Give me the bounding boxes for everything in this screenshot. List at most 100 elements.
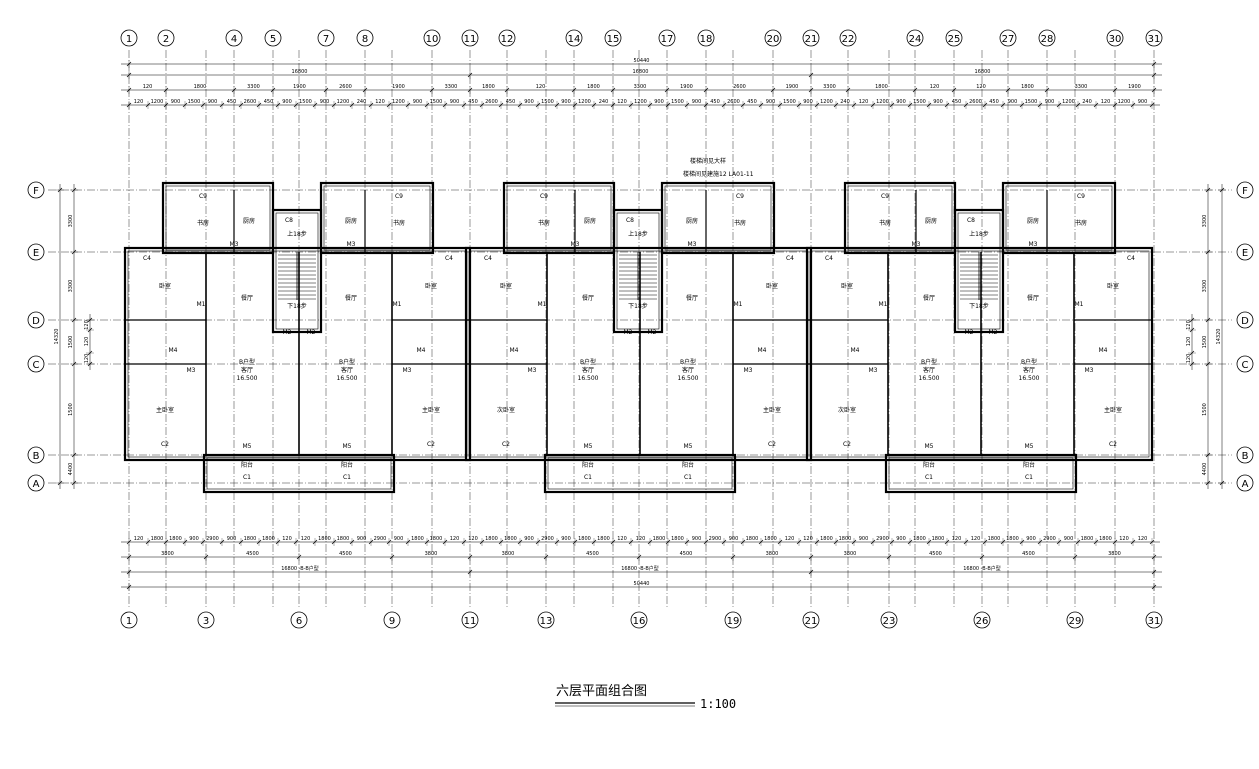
dim-axis-top: 1900 <box>786 84 799 90</box>
axis-letter-row: D <box>1241 316 1249 327</box>
axis-bubble-top <box>1106 29 1124 47</box>
axis-number-top: 11 <box>464 34 477 45</box>
room-label-area: 16.500 <box>578 375 599 382</box>
dim-fine-top: 120 <box>859 99 869 105</box>
dim-axis-bottom: 4500 <box>339 551 352 557</box>
dim-fine-top: 120 <box>1101 99 1111 105</box>
stair-note: 上18步 <box>628 230 648 238</box>
dim-fine-bottom: 1800 <box>764 536 777 542</box>
axis-number-top: 15 <box>607 34 620 45</box>
axis-bubble-row <box>1236 474 1254 492</box>
axis-number-bottom: 11 <box>464 616 477 627</box>
door-tag: M5 <box>584 443 593 450</box>
window-tag: C4 <box>786 255 794 262</box>
window-tag: C2 <box>843 441 851 448</box>
axis-letter-row: F <box>1242 186 1248 197</box>
axis-number-top: 27 <box>1002 34 1015 45</box>
dim-fine-top: 900 <box>561 99 571 105</box>
door-tag: M1 <box>1075 301 1084 308</box>
dim-axis-bottom: 3800 <box>425 551 438 557</box>
stair-note: 上18步 <box>287 230 307 238</box>
door-tag: M3 <box>347 241 356 248</box>
room-label-balcony: 阳台 <box>341 461 353 469</box>
room-label-balcony: 阳台 <box>582 461 594 469</box>
dim-fine-top: 450 <box>989 99 999 105</box>
dim-fine-bottom: 1800 <box>839 536 852 542</box>
dim-fine-bottom: 1800 <box>746 536 759 542</box>
dim-fine-bottom: 120 <box>636 536 646 542</box>
room-labels: 书房厨房厨房书房卧室餐厅餐厅卧室主卧室主卧室B户型客厅16.500B户型客厅16… <box>143 193 1135 481</box>
axis-bubble-top <box>225 29 243 47</box>
dim-fine-top: 1500 <box>430 99 443 105</box>
door-tag: M2 <box>965 329 974 336</box>
dim-fine-bottom: 2900 <box>206 536 219 542</box>
dim-depth-left: 14320 <box>54 329 60 345</box>
room-label-unit: B户型 <box>680 358 696 366</box>
dim-fine-bottom: 120 <box>282 536 292 542</box>
window-tag: C9 <box>736 193 744 200</box>
dim-small-right: 120 <box>1186 354 1192 364</box>
unit-main-block <box>123 246 472 462</box>
axis-number-top: 4 <box>231 34 237 45</box>
axis-bubble-bottom <box>120 611 138 629</box>
dim-axis-bottom: 3800 <box>161 551 174 557</box>
dim-rows-right: 3300 <box>1202 215 1208 228</box>
axis-bubble-row <box>1236 355 1254 373</box>
dim-fine-bottom: 120 <box>952 536 962 542</box>
room-label-living: 客厅 <box>1023 366 1035 374</box>
dim-rows-left: 1500 <box>68 336 74 349</box>
dim-axis-top: 120 <box>976 84 986 90</box>
dim-fine-bottom: 1800 <box>318 536 331 542</box>
window-tag: C9 <box>881 193 889 200</box>
dim-fine-top: 240 <box>1082 99 1092 105</box>
door-tag: M3 <box>571 241 580 248</box>
dim-fine-bottom: 900 <box>729 536 739 542</box>
dim-axis-top: 1900 <box>392 84 405 90</box>
window-tag: C2 <box>768 441 776 448</box>
dim-axis-top: 1800 <box>194 84 207 90</box>
axis-bubble-row <box>27 181 45 199</box>
room-label-study: 书房 <box>538 219 550 227</box>
axis-bubble-bottom <box>630 611 648 629</box>
dim-axis-top: 1800 <box>1021 84 1034 90</box>
door-tag: M2 <box>307 329 316 336</box>
room-label-living: 客厅 <box>923 366 935 374</box>
door-tag: M3 <box>912 241 921 248</box>
room-label-bedroom: 卧室 <box>159 282 171 290</box>
dim-axis-top: 120 <box>536 84 546 90</box>
axis-bubble-top <box>999 29 1017 47</box>
dim-axis-top: 3300 <box>247 84 260 90</box>
dim-fine-top: 120 <box>617 99 627 105</box>
axis-number-top: 10 <box>426 34 439 45</box>
room-label-master-bedroom: 主卧室 <box>422 406 440 414</box>
door-tag: M2 <box>989 329 998 336</box>
annotations: 楼梯间见大样 楼梯间见建施12 LA01-11 <box>683 157 754 178</box>
dim-fine-bottom: 1800 <box>671 536 684 542</box>
axis-number-bottom: 13 <box>540 616 553 627</box>
axis-bubble-bottom <box>537 611 555 629</box>
dim-fine-bottom: 1800 <box>430 536 443 542</box>
dim-axis-top: 1900 <box>680 84 693 90</box>
axis-bubble-top <box>604 29 622 47</box>
dim-small-left: 120 <box>84 354 90 364</box>
axis-bubble-bottom <box>383 611 401 629</box>
axis-bubble-bottom <box>724 611 742 629</box>
door-tag: M4 <box>417 347 426 354</box>
dim-fine-bottom: 900 <box>357 536 367 542</box>
dim-fine-top: 900 <box>208 99 218 105</box>
dim-fine-top: 450 <box>710 99 720 105</box>
dim-fine-top: 900 <box>766 99 776 105</box>
north-bedroom-block <box>1001 181 1117 255</box>
dim-fine-top: 900 <box>654 99 664 105</box>
window-tag: C8 <box>626 217 634 224</box>
axis-number-top: 25 <box>948 34 961 45</box>
dim-fine-top: 1200 <box>578 99 591 105</box>
dim-fine-top: 2600 <box>969 99 982 105</box>
room-label-living: 客厅 <box>241 366 253 374</box>
dim-fine-top: 450 <box>468 99 478 105</box>
room-label-unit: B户型 <box>1021 358 1037 366</box>
dim-fine-top: 450 <box>747 99 757 105</box>
axis-letter-row: C <box>33 360 40 371</box>
window-tag: C1 <box>343 474 351 481</box>
dim-fine-top: 240 <box>599 99 609 105</box>
